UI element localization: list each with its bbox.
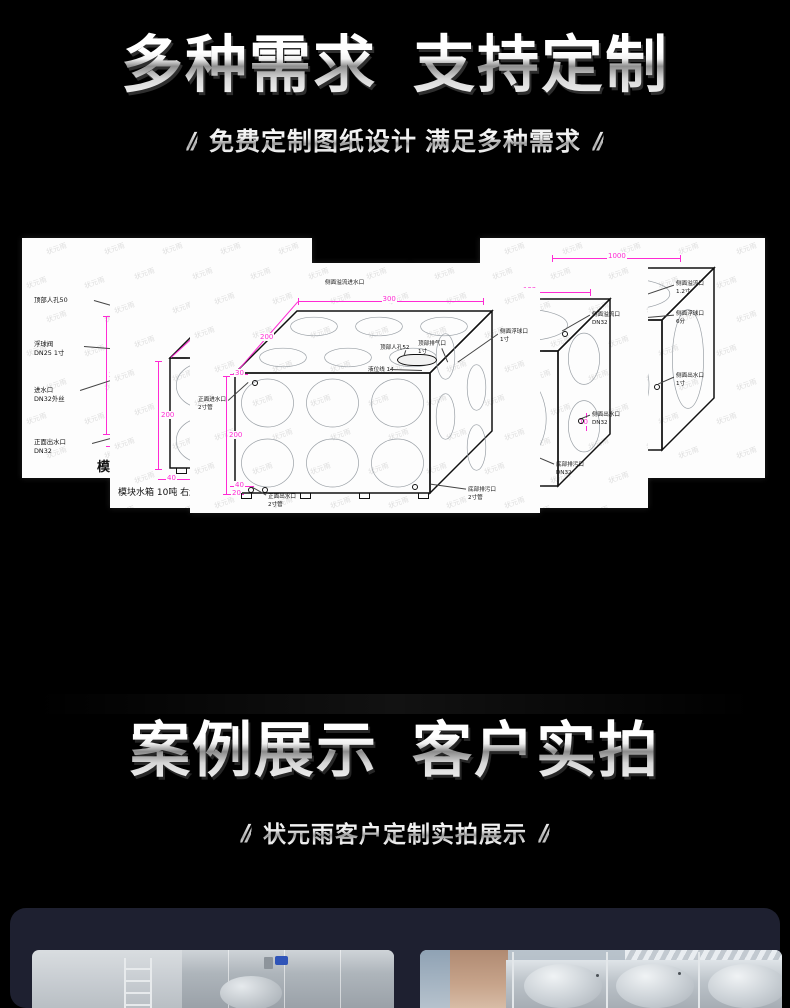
slash-right-icon: // <box>591 128 605 156</box>
banner-glow <box>35 694 755 714</box>
cases-title-left: 案例展示 <box>130 717 378 784</box>
part-label: 侧面溢流进水口 <box>325 280 365 286</box>
tank-foot <box>418 493 429 499</box>
dimension-line <box>226 376 227 494</box>
case-photo-2-image <box>420 950 782 1008</box>
tank-foot <box>359 493 370 499</box>
tank-dome-2a <box>524 964 602 1008</box>
port-marker <box>654 384 660 390</box>
port-marker <box>252 380 258 386</box>
case-photo-2[interactable] <box>420 950 782 1008</box>
drawing-caption: 模块水箱 10吨 右边 <box>118 488 199 498</box>
case-photo-1-image <box>32 950 394 1008</box>
tank-foot <box>176 468 187 474</box>
dimension-text: 200 <box>228 431 244 439</box>
part-label: 液位线 14 <box>368 367 394 373</box>
blue-valve-icon <box>275 956 288 965</box>
port-marker <box>262 487 268 493</box>
case-photo-1[interactable] <box>32 950 394 1008</box>
page-title-left: 多种需求 <box>120 31 377 100</box>
cases-subtitle-text: 状元雨客户定制实拍展示 <box>263 821 527 847</box>
cases-banner: 案例展示客户实拍 // 状元雨客户定制实拍展示 // <box>0 690 790 880</box>
tank-dome-1 <box>220 976 282 1008</box>
port-marker <box>578 418 584 424</box>
tank-foot <box>300 493 311 499</box>
page-title: 多种需求支持定制 <box>0 14 790 104</box>
cases-subtitle: // 状元雨客户定制实拍展示 // <box>0 815 790 849</box>
drawings-gallery: 状元雨状元雨状元雨状元雨状元雨状元雨状元雨状元雨状元雨状元雨状元雨状元雨状元雨状… <box>0 225 790 680</box>
dimension-text: 200 <box>160 411 176 419</box>
dimension-line <box>158 361 159 469</box>
ladder-icon <box>124 958 166 1008</box>
dimension-text: 1000 <box>607 252 627 260</box>
hero-subtitle-text: 免费定制图纸设计 满足多种需求 <box>209 128 581 156</box>
part-label: 顶部人孔50 <box>34 296 68 304</box>
pipe-fitting-1 <box>264 957 273 969</box>
page-title-right: 支持定制 <box>413 31 670 100</box>
slash-left-icon-2: // <box>239 820 253 848</box>
tank-dome-2b <box>616 964 694 1008</box>
port-marker <box>412 484 418 490</box>
tank-body-1 <box>182 950 394 1008</box>
port-marker <box>562 331 568 337</box>
part-label: 顶部人孔52 <box>380 345 410 351</box>
hero-subtitle: // 免费定制图纸设计 满足多种需求 // <box>0 122 790 158</box>
dimension-text: 200 <box>259 332 275 341</box>
cases-title: 案例展示客户实拍 <box>0 702 790 789</box>
photo-panel <box>10 908 782 1008</box>
slash-left-icon: // <box>185 128 199 156</box>
tank-foot <box>241 493 252 499</box>
brick-wall <box>450 950 508 1008</box>
dimension-line <box>106 316 107 434</box>
drawing-3[interactable]: 状元雨状元雨状元雨状元雨状元雨状元雨状元雨状元雨状元雨状元雨状元雨状元雨状元雨状… <box>190 288 540 513</box>
tank-dome-2c <box>708 964 782 1008</box>
hero-banner: 多种需求支持定制 // 免费定制图纸设计 满足多种需求 // <box>0 0 790 215</box>
drawing-3-sheet: 状元雨状元雨状元雨状元雨状元雨状元雨状元雨状元雨状元雨状元雨状元雨状元雨状元雨状… <box>193 291 528 511</box>
manhole-lid <box>397 354 437 366</box>
slash-right-icon-2: // <box>537 820 551 848</box>
cases-title-right: 客户实拍 <box>412 717 660 784</box>
port-marker <box>248 487 254 493</box>
dimension-text: 300 <box>381 295 397 303</box>
